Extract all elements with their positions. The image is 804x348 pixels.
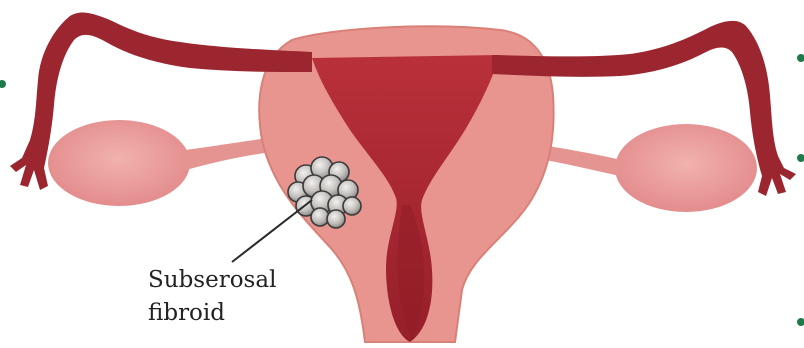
left-ovary: [48, 120, 190, 206]
right-ovary: [615, 124, 757, 212]
fibroid-label-line1: Subserosal: [148, 267, 276, 293]
right-ovarian-ligament: [545, 146, 622, 176]
left-ovarian-ligament: [185, 138, 272, 170]
fibroid-leader-line: [232, 200, 312, 262]
fibroid-label-line2: fibroid: [148, 300, 225, 326]
